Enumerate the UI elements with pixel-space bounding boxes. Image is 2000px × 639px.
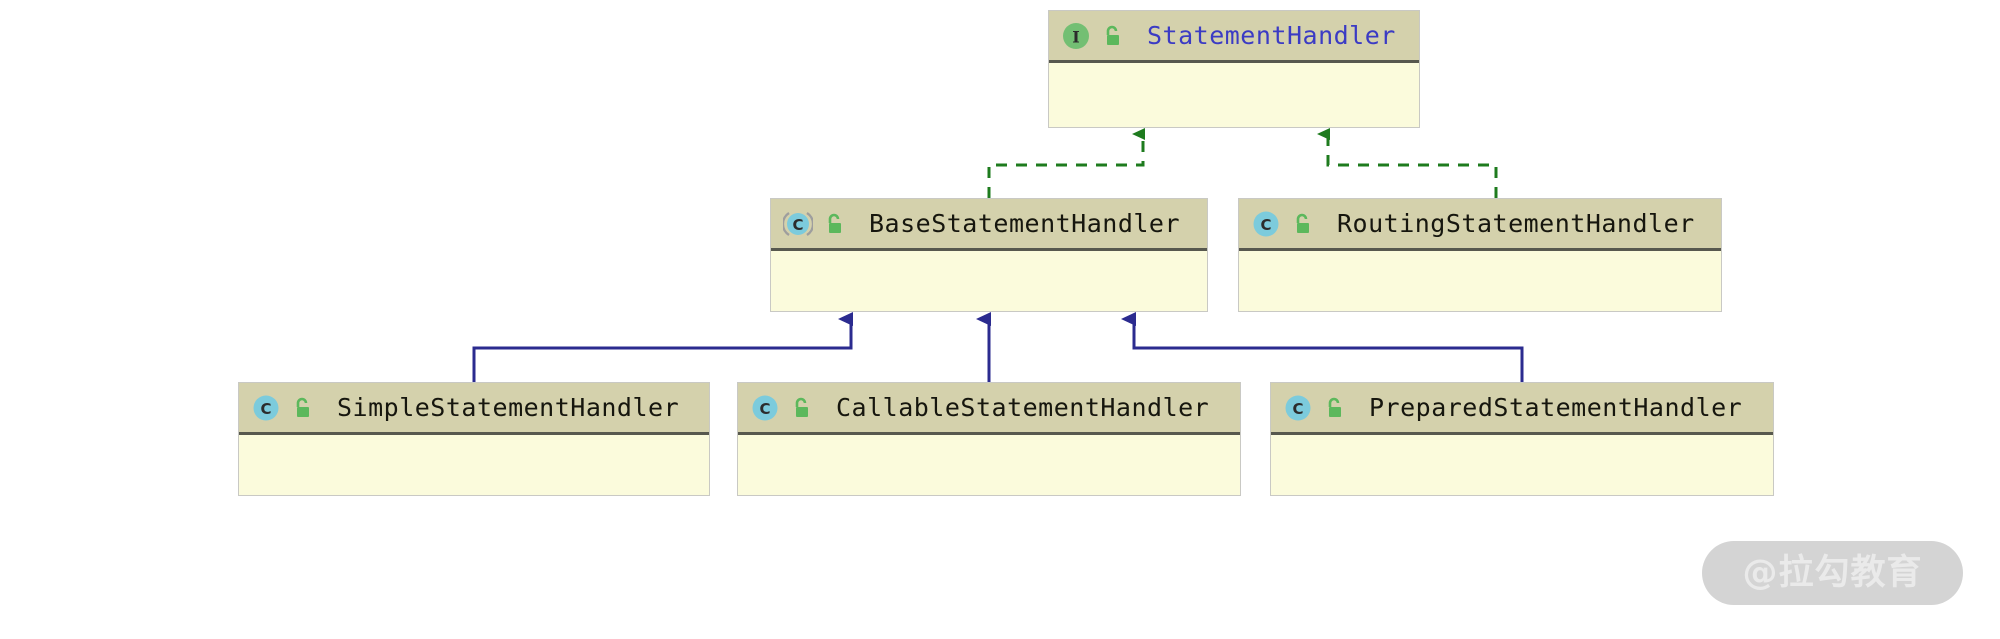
class-node-members — [771, 251, 1207, 305]
class-icon: C — [251, 393, 281, 423]
class-node-header: I StatementHandler — [1049, 11, 1419, 63]
class-node-title: BaseStatementHandler — [869, 209, 1181, 238]
class-node-header: C CallableStatementHandler — [738, 383, 1240, 435]
unlocked-padlock-icon — [822, 212, 846, 236]
class-node-members — [738, 435, 1240, 489]
edge-routing-implements-statement — [1317, 128, 1498, 198]
class-icon: C — [1283, 393, 1313, 423]
class-node-prepared-statement-handler[interactable]: C PreparedStatementHandler — [1270, 382, 1774, 496]
svg-text:I: I — [1072, 27, 1079, 46]
class-node-members — [1271, 435, 1773, 489]
class-node-callable-statement-handler[interactable]: C CallableStatementHandler — [737, 382, 1241, 496]
edge-base-implements-statement — [987, 128, 1145, 198]
class-node-simple-statement-handler[interactable]: C SimpleStatementHandler — [238, 382, 710, 496]
class-node-header: C RoutingStatementHandler — [1239, 199, 1721, 251]
class-node-statement-handler[interactable]: I StatementHandler — [1048, 10, 1420, 128]
abstract-class-icon: C — [783, 209, 813, 239]
class-node-title: CallableStatementHandler — [836, 393, 1210, 422]
class-node-title: StatementHandler — [1147, 21, 1396, 50]
edge-prepared-extends-base — [1121, 312, 1524, 382]
interface-icon: I — [1061, 21, 1091, 51]
svg-text:C: C — [260, 400, 271, 418]
class-node-members — [1239, 251, 1721, 305]
class-icon: C — [1251, 209, 1281, 239]
unlocked-padlock-icon — [290, 396, 314, 420]
class-node-header: C SimpleStatementHandler — [239, 383, 709, 435]
class-node-members — [239, 435, 709, 489]
unlocked-padlock-icon — [1100, 24, 1124, 48]
class-node-header: C BaseStatementHandler — [771, 199, 1207, 251]
class-node-title: RoutingStatementHandler — [1337, 209, 1695, 238]
unlocked-padlock-icon — [1322, 396, 1346, 420]
class-node-base-statement-handler[interactable]: C BaseStatementHandler — [770, 198, 1208, 312]
class-icon: C — [750, 393, 780, 423]
watermark-badge: @拉勾教育 — [1702, 541, 1963, 605]
class-node-members — [1049, 63, 1419, 117]
unlocked-padlock-icon — [789, 396, 813, 420]
svg-text:C: C — [792, 216, 803, 234]
watermark-text: @拉勾教育 — [1742, 552, 1923, 593]
svg-text:C: C — [1292, 400, 1303, 418]
unlocked-padlock-icon — [1290, 212, 1314, 236]
svg-text:C: C — [759, 400, 770, 418]
svg-text:C: C — [1260, 216, 1271, 234]
edge-simple-extends-base — [472, 312, 853, 382]
class-node-title: SimpleStatementHandler — [337, 393, 680, 422]
class-node-routing-statement-handler[interactable]: C RoutingStatementHandler — [1238, 198, 1722, 312]
class-node-header: C PreparedStatementHandler — [1271, 383, 1773, 435]
class-node-title: PreparedStatementHandler — [1369, 393, 1743, 422]
